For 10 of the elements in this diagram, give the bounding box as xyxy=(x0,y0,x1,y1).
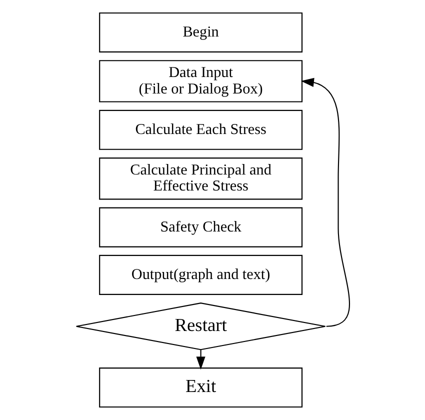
node-box: Safety Check xyxy=(98,207,302,248)
node-box: Data Input (File or Dialog Box) xyxy=(98,60,302,102)
arrow xyxy=(196,350,205,370)
node-box: Exit xyxy=(98,367,302,408)
node-box: Calculate Principal and Effective Stress xyxy=(98,158,302,200)
node-box: Output(graph and text) xyxy=(98,254,302,295)
arrow xyxy=(300,78,350,327)
node-box: Calculate Each Stress xyxy=(98,110,302,150)
node-box: Begin xyxy=(98,12,302,53)
node-diamond: Restart xyxy=(75,302,326,350)
